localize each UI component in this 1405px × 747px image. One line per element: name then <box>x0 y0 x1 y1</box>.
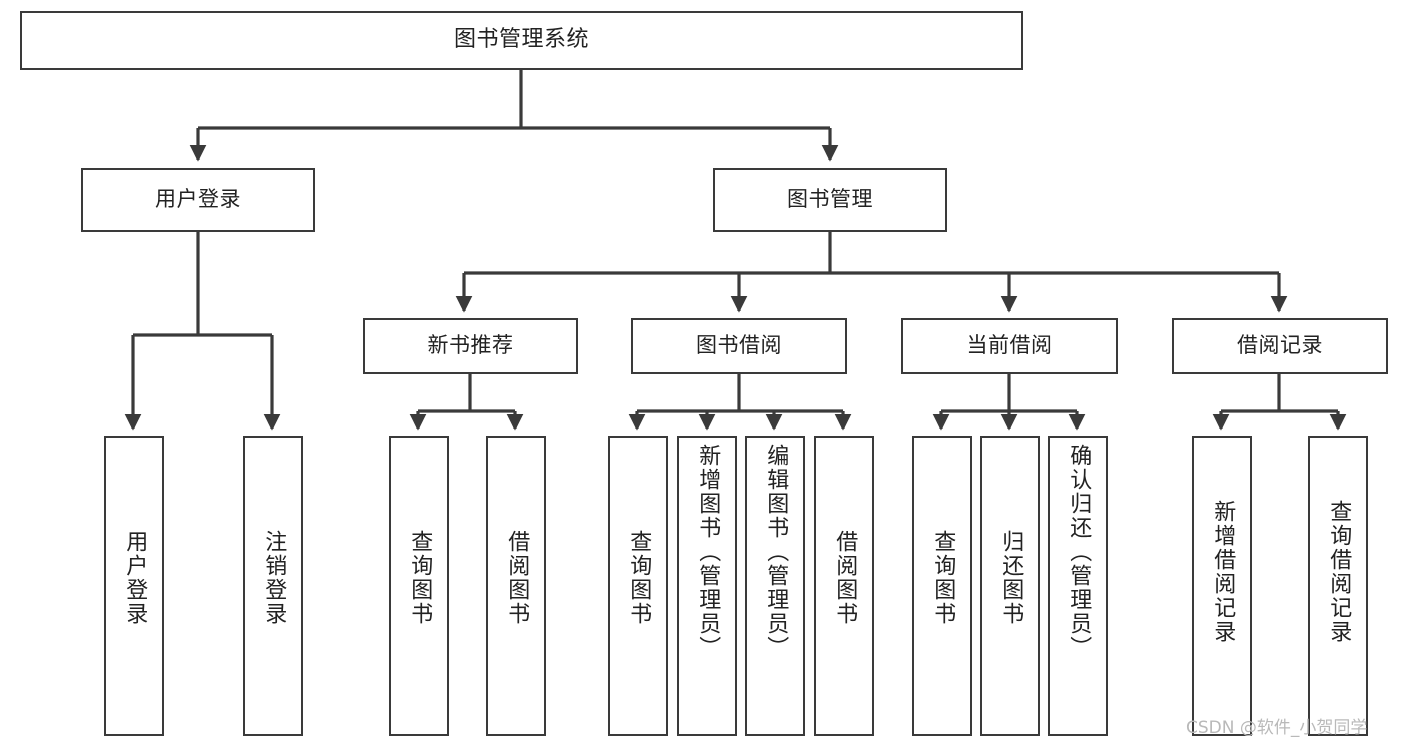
node-leaf-borrow-book[interactable]: 借阅图书 <box>814 436 874 736</box>
node-leaf-logout[interactable]: 注销登录 <box>243 436 303 736</box>
node-label: 注销登录 <box>261 530 287 626</box>
node-borrow-record[interactable]: 借阅记录 <box>1172 318 1388 374</box>
node-label: 新增借阅记录 <box>1210 500 1236 644</box>
node-book-borrow[interactable]: 图书借阅 <box>631 318 847 374</box>
node-new-book-recommend[interactable]: 新书推荐 <box>363 318 578 374</box>
node-leaf-add-borrow-record[interactable]: 新增借阅记录 <box>1192 436 1252 736</box>
node-label: 用户登录 <box>122 530 148 626</box>
node-label: 新书推荐 <box>427 333 514 358</box>
watermark-text: CSDN @软件_小贺同学 <box>1186 718 1368 738</box>
node-leaf-query-book-current[interactable]: 查询图书 <box>912 436 972 736</box>
node-root-system[interactable]: 图书管理系统 <box>20 11 1023 70</box>
node-label: 用户登录 <box>155 187 241 212</box>
node-label: 图书管理系统 <box>453 27 589 53</box>
node-current-borrow[interactable]: 当前借阅 <box>901 318 1118 374</box>
node-label: 查询图书 <box>626 530 652 626</box>
node-label: 借阅图书 <box>832 530 858 626</box>
node-leaf-query-borrow-record[interactable]: 查询借阅记录 <box>1308 436 1368 736</box>
node-book-manage[interactable]: 图书管理 <box>713 168 947 232</box>
node-leaf-user-login[interactable]: 用户登录 <box>104 436 164 736</box>
node-label: 查询图书 <box>930 530 956 626</box>
node-label: 借阅记录 <box>1237 333 1323 358</box>
node-label: 确认归还（管理员） <box>1066 444 1092 660</box>
node-label: 编辑图书（管理员） <box>763 444 789 660</box>
node-leaf-confirm-return[interactable]: 确认归还（管理员） <box>1048 436 1108 736</box>
node-label: 新增图书（管理员） <box>695 444 721 660</box>
node-user-login[interactable]: 用户登录 <box>81 168 315 232</box>
node-label: 当前借阅 <box>966 333 1053 358</box>
node-label: 借阅图书 <box>504 530 530 626</box>
node-leaf-borrow-book-rec[interactable]: 借阅图书 <box>486 436 546 736</box>
node-label: 查询借阅记录 <box>1326 500 1352 644</box>
node-leaf-query-book-rec[interactable]: 查询图书 <box>389 436 449 736</box>
node-label: 归还图书 <box>998 530 1024 626</box>
node-leaf-return-book[interactable]: 归还图书 <box>980 436 1040 736</box>
node-leaf-add-book[interactable]: 新增图书（管理员） <box>677 436 737 736</box>
node-label: 查询图书 <box>407 530 433 626</box>
node-leaf-edit-book[interactable]: 编辑图书（管理员） <box>745 436 805 736</box>
node-label: 图书借阅 <box>696 333 782 358</box>
node-leaf-query-book-borrow[interactable]: 查询图书 <box>608 436 668 736</box>
node-label: 图书管理 <box>787 187 873 212</box>
